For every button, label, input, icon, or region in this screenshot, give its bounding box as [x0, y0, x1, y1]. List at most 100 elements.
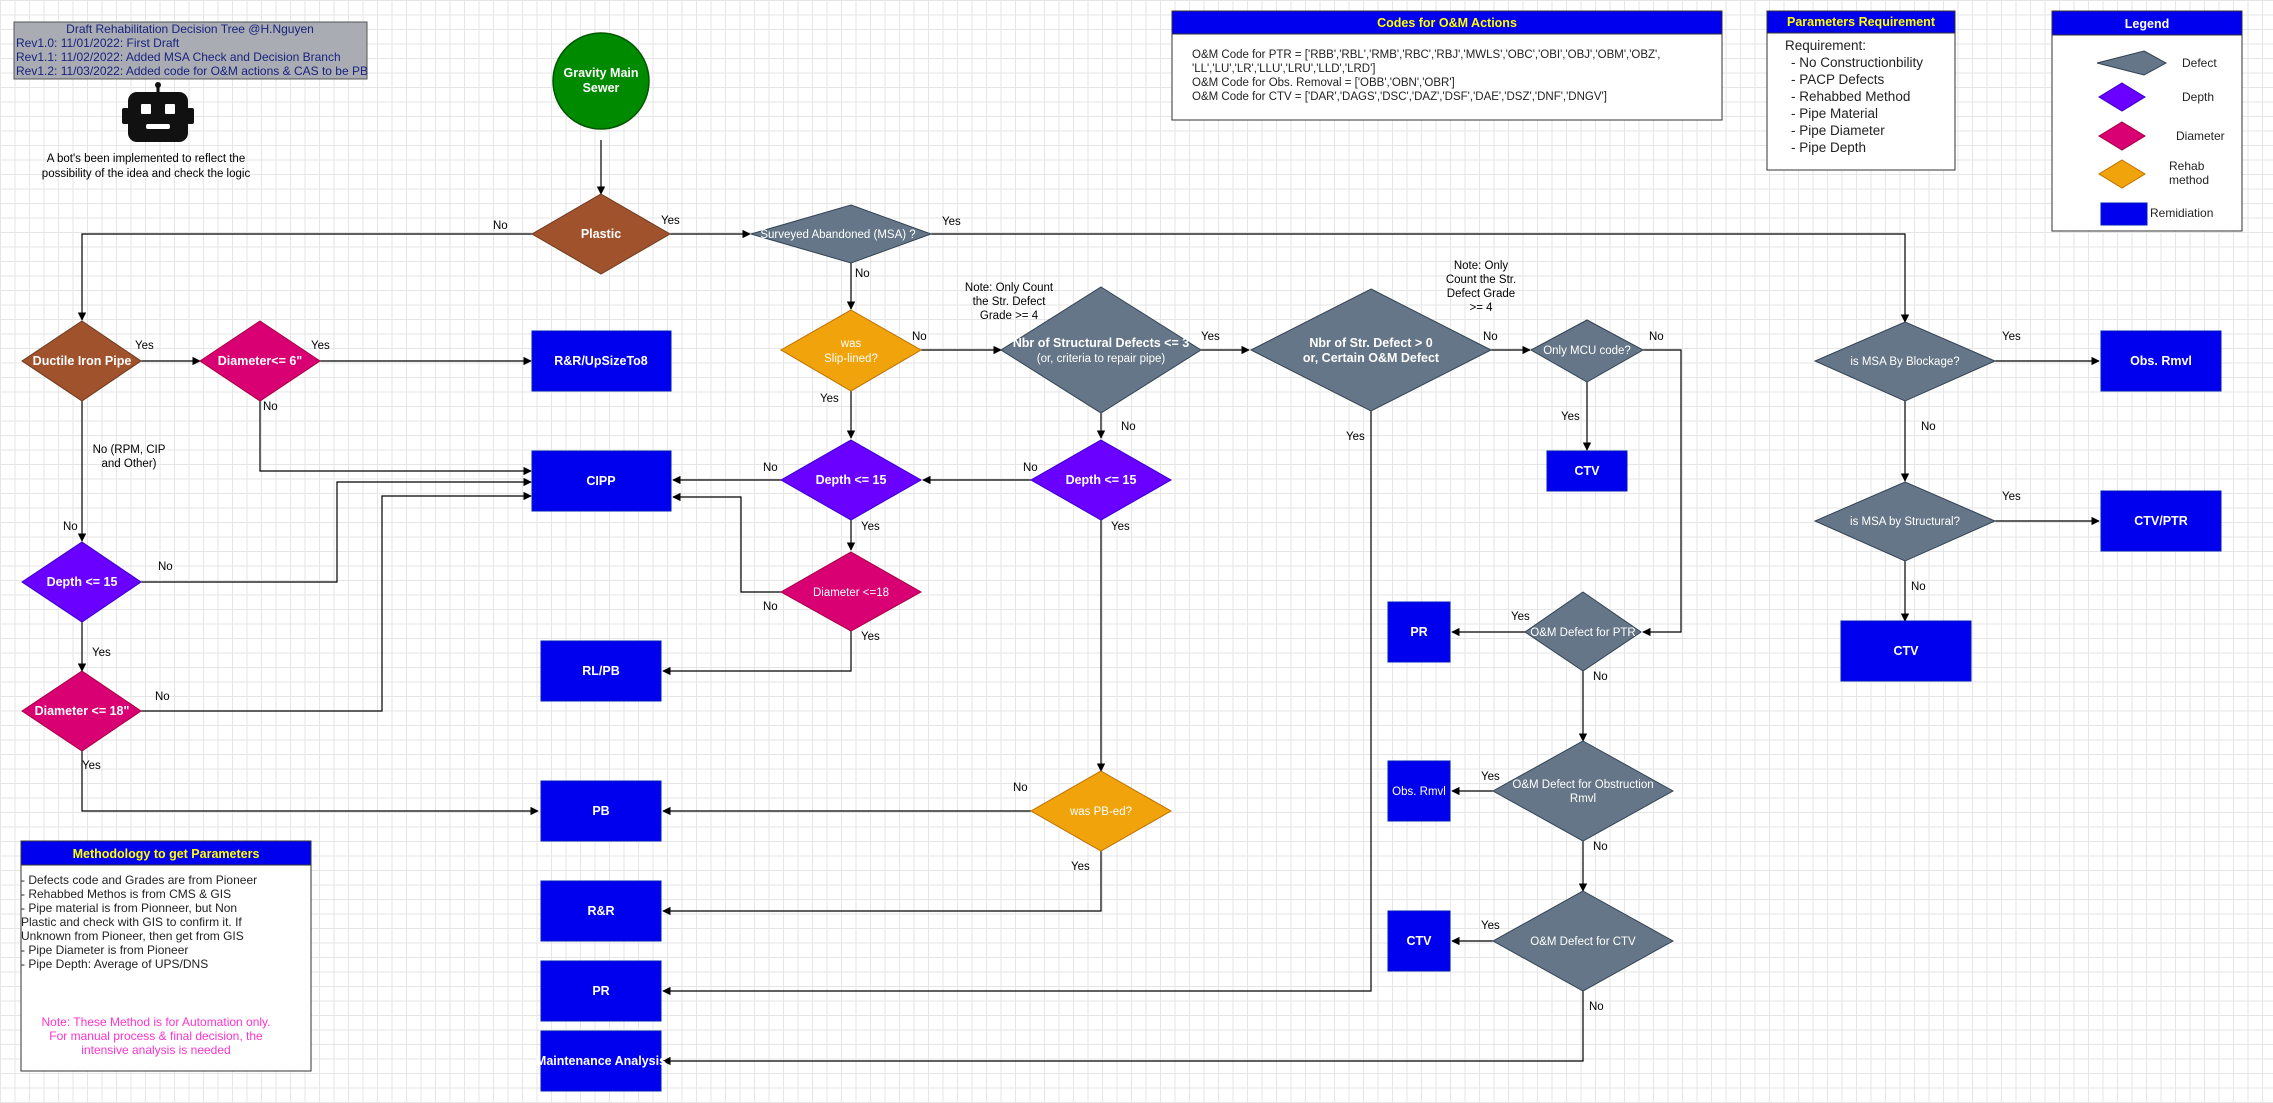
action-rl-pb[interactable]: RL/PB	[540, 640, 662, 702]
label-diam18-left-yes: Yes	[82, 760, 101, 772]
decision-plastic[interactable]: Plastic	[531, 193, 671, 275]
action-pr-bottom[interactable]: PR	[540, 960, 662, 1022]
action-ctv-mid[interactable]: CTV	[1387, 910, 1451, 972]
edge-omctv-no	[662, 991, 1584, 1066]
svg-text:the Str. Defect: the Str. Defect	[973, 296, 1047, 308]
edge-depth-left-no	[141, 477, 532, 583]
action-ctv-right[interactable]: CTV	[1840, 620, 1972, 682]
decision-msa-blockage[interactable]: is MSA By Blockage?	[1813, 321, 1997, 402]
decision-nbr-str-defect-gt0[interactable]: Nbr of Str. Defect > 0 or, Certain O&M D…	[1249, 288, 1493, 412]
label-nbrgt0-no: No	[1483, 331, 1498, 343]
codes-line-2: 'LL','LU','LR','LLU','LRU','LLD','LRD']	[1192, 63, 1376, 75]
svg-text:CTV: CTV	[1894, 644, 1920, 658]
label-mcu-no: No	[1649, 331, 1664, 343]
action-obs-rmvl-mid[interactable]: Obs. Rmvl	[1387, 760, 1451, 822]
label-omctv-yes: Yes	[1481, 920, 1500, 932]
action-ctv-ptr[interactable]: CTV/PTR	[2100, 490, 2222, 552]
svg-text:Slip-lined?: Slip-lined?	[824, 353, 878, 365]
svg-text:Diameter <= 18": Diameter <= 18"	[35, 704, 130, 718]
decision-diameter-18-left[interactable]: Diameter <= 18"	[21, 670, 142, 752]
label-ductile-no: No	[63, 521, 78, 533]
decision-slip-lined[interactable]: was Slip-lined?	[780, 309, 922, 392]
decision-only-mcu-code[interactable]: Only MCU code?	[1529, 319, 1645, 383]
svg-text:- Pipe material is from Pionne: - Pipe material is from Pionneer, but No…	[21, 901, 237, 915]
label-blockage-no: No	[1921, 421, 1936, 433]
revision-2: Rev1.1: 11/02/2022: Added MSA Check and …	[16, 50, 341, 64]
action-obs-rmvl-right[interactable]: Obs. Rmvl	[2100, 330, 2222, 392]
decision-depth-15-left[interactable]: Depth <= 15	[21, 541, 142, 623]
label-depth-mid-no: No	[763, 462, 778, 474]
svg-text:Note: Only: Note: Only	[1454, 260, 1509, 272]
svg-text:A bot's been implemented to re: A bot's been implemented to reflect the	[47, 153, 245, 165]
action-pb[interactable]: PB	[540, 780, 662, 842]
svg-text:Nbr of Structural Defects <= 3: Nbr of Structural Defects <= 3	[1013, 336, 1189, 350]
edge-diam18-left-no	[141, 491, 532, 712]
label-plastic-yes: Yes	[661, 215, 680, 227]
edge-diam18-left-yes	[81, 751, 539, 816]
label-nbrgt0-yes: Yes	[1346, 431, 1365, 443]
label-obs-no: No	[1593, 841, 1608, 853]
svg-text:Diameter <=18: Diameter <=18	[813, 587, 889, 599]
label-pbed-no: No	[1013, 782, 1028, 794]
bot-note: A bot's been implemented to reflect the …	[42, 153, 251, 180]
codes-title: Codes for O&M Actions	[1377, 16, 1517, 30]
svg-text:PB: PB	[592, 804, 609, 818]
decision-surveyed-abandoned[interactable]: Surveyed Abandoned (MSA) ?	[749, 204, 933, 264]
label-nbr-no: No	[1121, 421, 1136, 433]
svg-text:was PB-ed?: was PB-ed?	[1069, 806, 1132, 818]
svg-text:- Pipe Material: - Pipe Material	[1791, 106, 1878, 121]
label-depth-left-no: No	[158, 561, 173, 573]
legend-rehab-swatch	[2098, 159, 2146, 189]
decision-om-defect-obstruction[interactable]: O&M Defect for Obstruction Rmvl	[1491, 740, 1675, 842]
action-maintenance-analysis[interactable]: Maintenance Analysis	[536, 1030, 666, 1092]
legend-title: Legend	[2125, 17, 2169, 31]
edge-nbrgt0-yes	[662, 411, 1372, 996]
label-slipline-no: No	[912, 331, 927, 343]
svg-text:O&M Defect for CTV: O&M Defect for CTV	[1530, 936, 1636, 948]
label-depth-right-yes: Yes	[1111, 521, 1130, 533]
svg-text:is MSA By Blockage?: is MSA By Blockage?	[1850, 356, 1959, 368]
svg-text:Obs. Rmvl: Obs. Rmvl	[2130, 354, 2192, 368]
decision-msa-structural[interactable]: is MSA by Structural?	[1813, 481, 1997, 562]
label-pbed-yes: Yes	[1071, 861, 1090, 873]
svg-text:- Pipe Diameter is from Pionee: - Pipe Diameter is from Pioneer	[21, 943, 188, 957]
decision-was-pb-ed[interactable]: was PB-ed?	[1029, 770, 1173, 852]
label-surveyed-yes: Yes	[942, 216, 961, 228]
edge-diam18-mid-no	[672, 492, 781, 593]
decision-nbr-structural-defects[interactable]: Nbr of Structural Defects <= 3 (or, crit…	[1000, 286, 1202, 414]
action-cipp[interactable]: CIPP	[531, 450, 672, 512]
svg-text:PR: PR	[592, 984, 609, 998]
svg-text:- PACP Defects: - PACP Defects	[1791, 72, 1885, 87]
start-node-gravity-main-sewer[interactable]: Gravity Main Sewer	[552, 32, 650, 130]
svg-text:Maintenance Analysis: Maintenance Analysis	[536, 1054, 666, 1068]
legend-diameter-swatch	[2098, 121, 2146, 151]
svg-text:- Pipe Depth: - Pipe Depth	[1791, 140, 1866, 155]
decision-om-defect-ptr[interactable]: O&M Defect for PTR	[1524, 591, 1642, 672]
svg-text:RL/PB: RL/PB	[582, 664, 620, 678]
decision-diameter-6[interactable]: Diameter<= 6"	[199, 320, 321, 402]
action-pr-right[interactable]: PR	[1387, 601, 1451, 663]
decision-depth-15-right[interactable]: Depth <= 15	[1029, 439, 1173, 521]
label-diam18-mid-no: No	[763, 601, 778, 613]
svg-text:Depth <= 15: Depth <= 15	[816, 473, 887, 487]
label-blockage-yes: Yes	[2002, 331, 2021, 343]
codes-box: Codes for O&M Actions O&M Code for PTR =…	[1171, 10, 1723, 121]
decision-om-defect-ctv[interactable]: O&M Defect for CTV	[1491, 890, 1675, 992]
svg-text:>= 4: >= 4	[1469, 302, 1493, 314]
label-diam18-mid-yes: Yes	[861, 631, 880, 643]
svg-text:- No Constructionbility: - No Constructionbility	[1791, 55, 1923, 70]
legend-depth-label: Depth	[2182, 90, 2214, 104]
decision-depth-15-mid[interactable]: Depth <= 15	[779, 439, 923, 521]
svg-text:or, Certain O&M Defect: or, Certain O&M Defect	[1303, 351, 1440, 365]
edge-diam6-no	[259, 399, 532, 476]
decision-diameter-18-mid[interactable]: Diameter <=18	[779, 551, 923, 632]
action-rr-upsize[interactable]: R&R/UpSizeTo8	[531, 330, 672, 392]
robot-icon	[122, 82, 194, 142]
action-ctv-mcu[interactable]: CTV	[1546, 450, 1628, 492]
svg-text:was: was	[840, 338, 862, 350]
svg-text:Grade >= 4: Grade >= 4	[980, 310, 1039, 322]
decision-ductile-iron-pipe[interactable]: Ductile Iron Pipe	[21, 320, 142, 402]
label-structural-no: No	[1911, 581, 1926, 593]
action-rr[interactable]: R&R	[540, 880, 662, 942]
label-nbr-yes: Yes	[1201, 331, 1220, 343]
